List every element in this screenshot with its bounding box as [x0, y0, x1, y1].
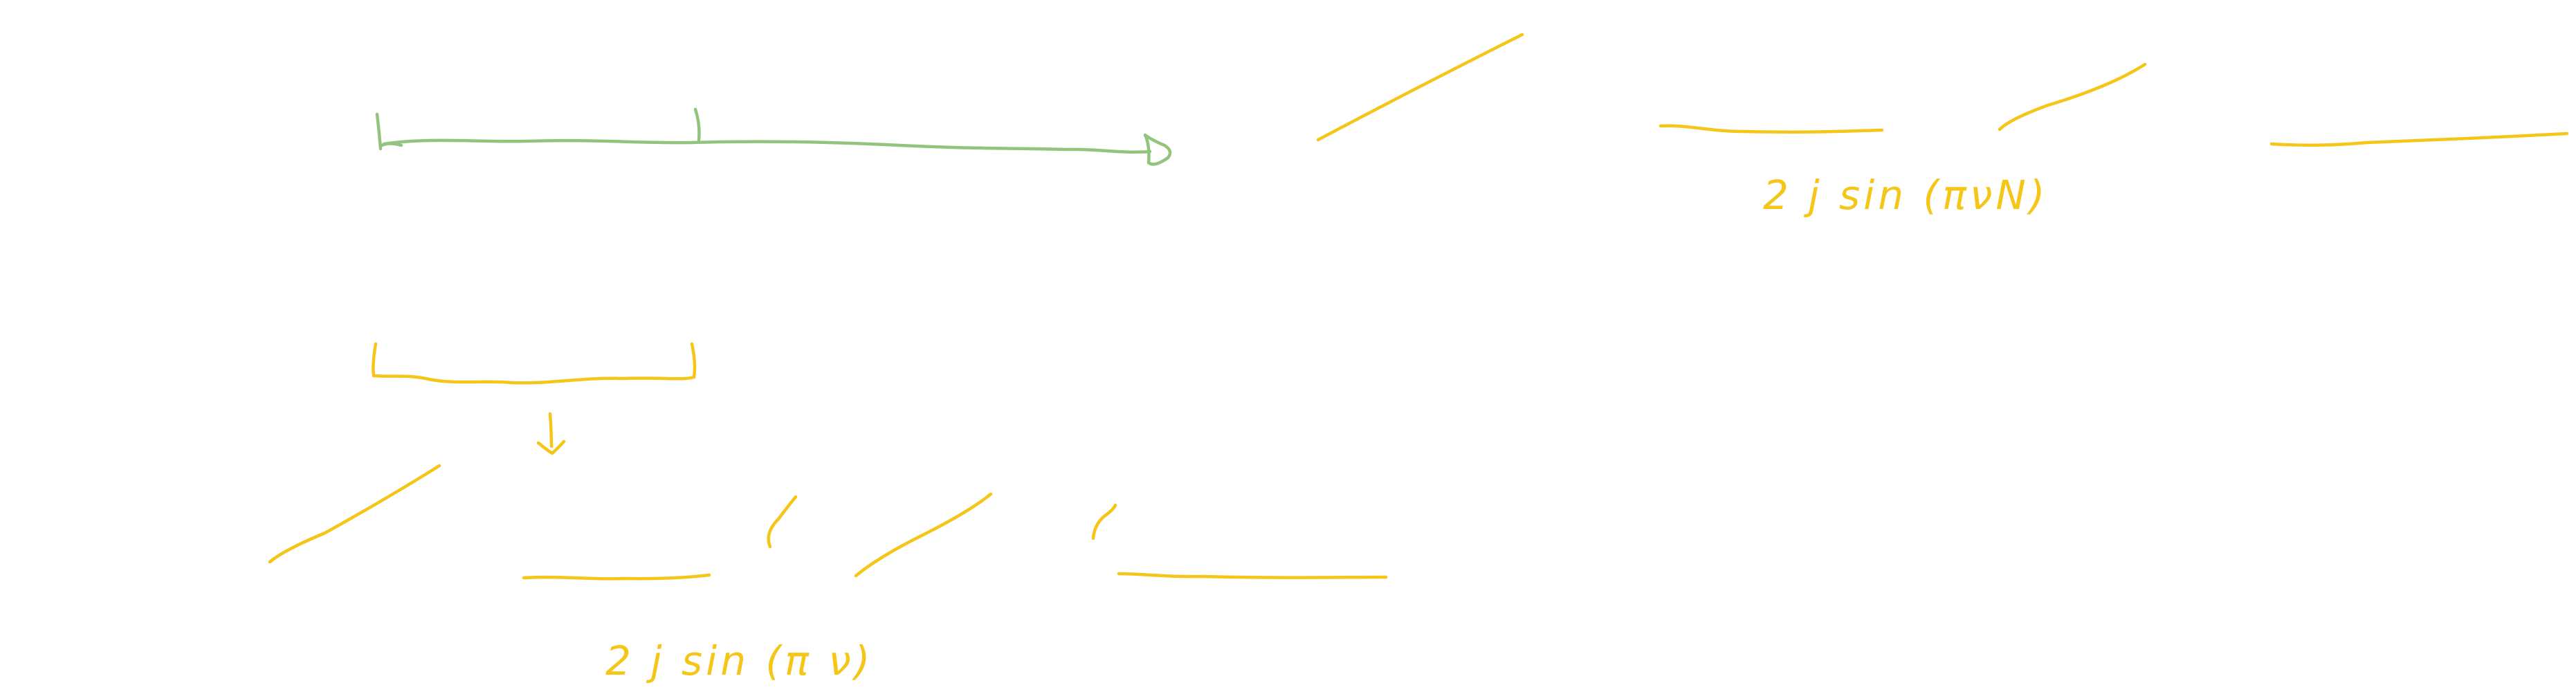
upper-waveform [1316, 33, 2569, 147]
down-arrow-head [536, 439, 566, 455]
timeline-left-tick [375, 112, 383, 151]
down-arrow-shaft [548, 412, 554, 448]
timeline-line [382, 138, 1152, 154]
lower-flat-2 [1117, 572, 1388, 579]
upper-flat-2 [2269, 131, 2569, 147]
lower-ramp-2 [854, 492, 993, 578]
lower-ramp-1 [268, 464, 441, 564]
timeline-middle-tick [693, 107, 701, 142]
arrowhead [1143, 133, 1172, 166]
timeline-arrow [375, 107, 1172, 166]
bracket-right-leg [690, 342, 697, 379]
upper-flat-1 [1659, 124, 1884, 134]
lower-flat-1 [522, 573, 711, 581]
lower-small-ramp-1 [767, 495, 798, 549]
down-arrow [536, 412, 566, 455]
bracket-bottom [372, 374, 696, 385]
lower-small-ramp-2 [1091, 503, 1117, 540]
window-bracket [372, 342, 697, 385]
upper-ramp-1 [1316, 33, 1524, 142]
lower-formula: 2 j sin (π ν) [605, 637, 873, 684]
upper-formula: 2 j sin (πνN) [1763, 172, 2048, 219]
bracket-left-leg [372, 342, 378, 378]
upper-ramp-2 [1998, 62, 2147, 131]
lower-waveform [268, 464, 1388, 581]
